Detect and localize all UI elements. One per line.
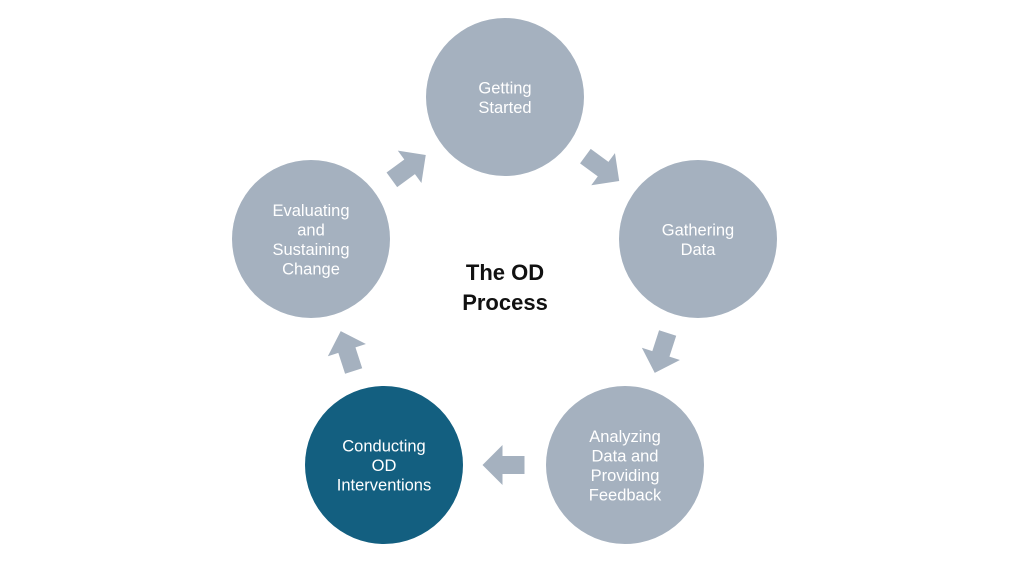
step-label-line: Providing [591,467,660,485]
step-label-line: Data and [592,447,659,465]
step-label-line: Data [681,241,717,259]
steps-layer: GettingStartedGatheringDataAnalyzingData… [232,18,777,544]
step-label-line: Getting [478,79,531,97]
arrow-gathering-data-to-analyzing-data-and-providing-feedback-icon [641,330,680,373]
step-label-line: and [297,221,325,239]
step-circle [546,386,704,544]
step-label-line: Interventions [337,477,431,495]
arrows-layer [327,148,680,485]
step-label-line: Started [478,99,531,117]
step-label-line: Sustaining [272,241,349,259]
arrow-getting-started-to-gathering-data-icon [580,148,620,186]
diagram-title: The OD Process [462,260,548,315]
step-label-line: OD [372,457,397,475]
step-label-line: Evaluating [272,202,349,220]
arrow-evaluating-and-sustaining-change-to-getting-started-icon [386,150,426,188]
step-circle [305,386,463,544]
step-label-line: Gathering [662,221,734,239]
arrow-conducting-od-interventions-to-evaluating-and-sustaining-change-icon [327,331,366,374]
step-circle [619,160,777,318]
diagram-title-line-2: Process [462,290,548,315]
step-label-line: Analyzing [589,428,661,446]
step-label-line: Change [282,260,340,278]
step-circle [426,18,584,176]
step-circle [232,160,390,318]
diagram-title-line-1: The OD [466,260,544,285]
step-label-line: Conducting [342,438,425,456]
arrow-analyzing-data-and-providing-feedback-to-conducting-od-interventions-icon [482,445,525,485]
step-label-line: Feedback [589,486,662,504]
